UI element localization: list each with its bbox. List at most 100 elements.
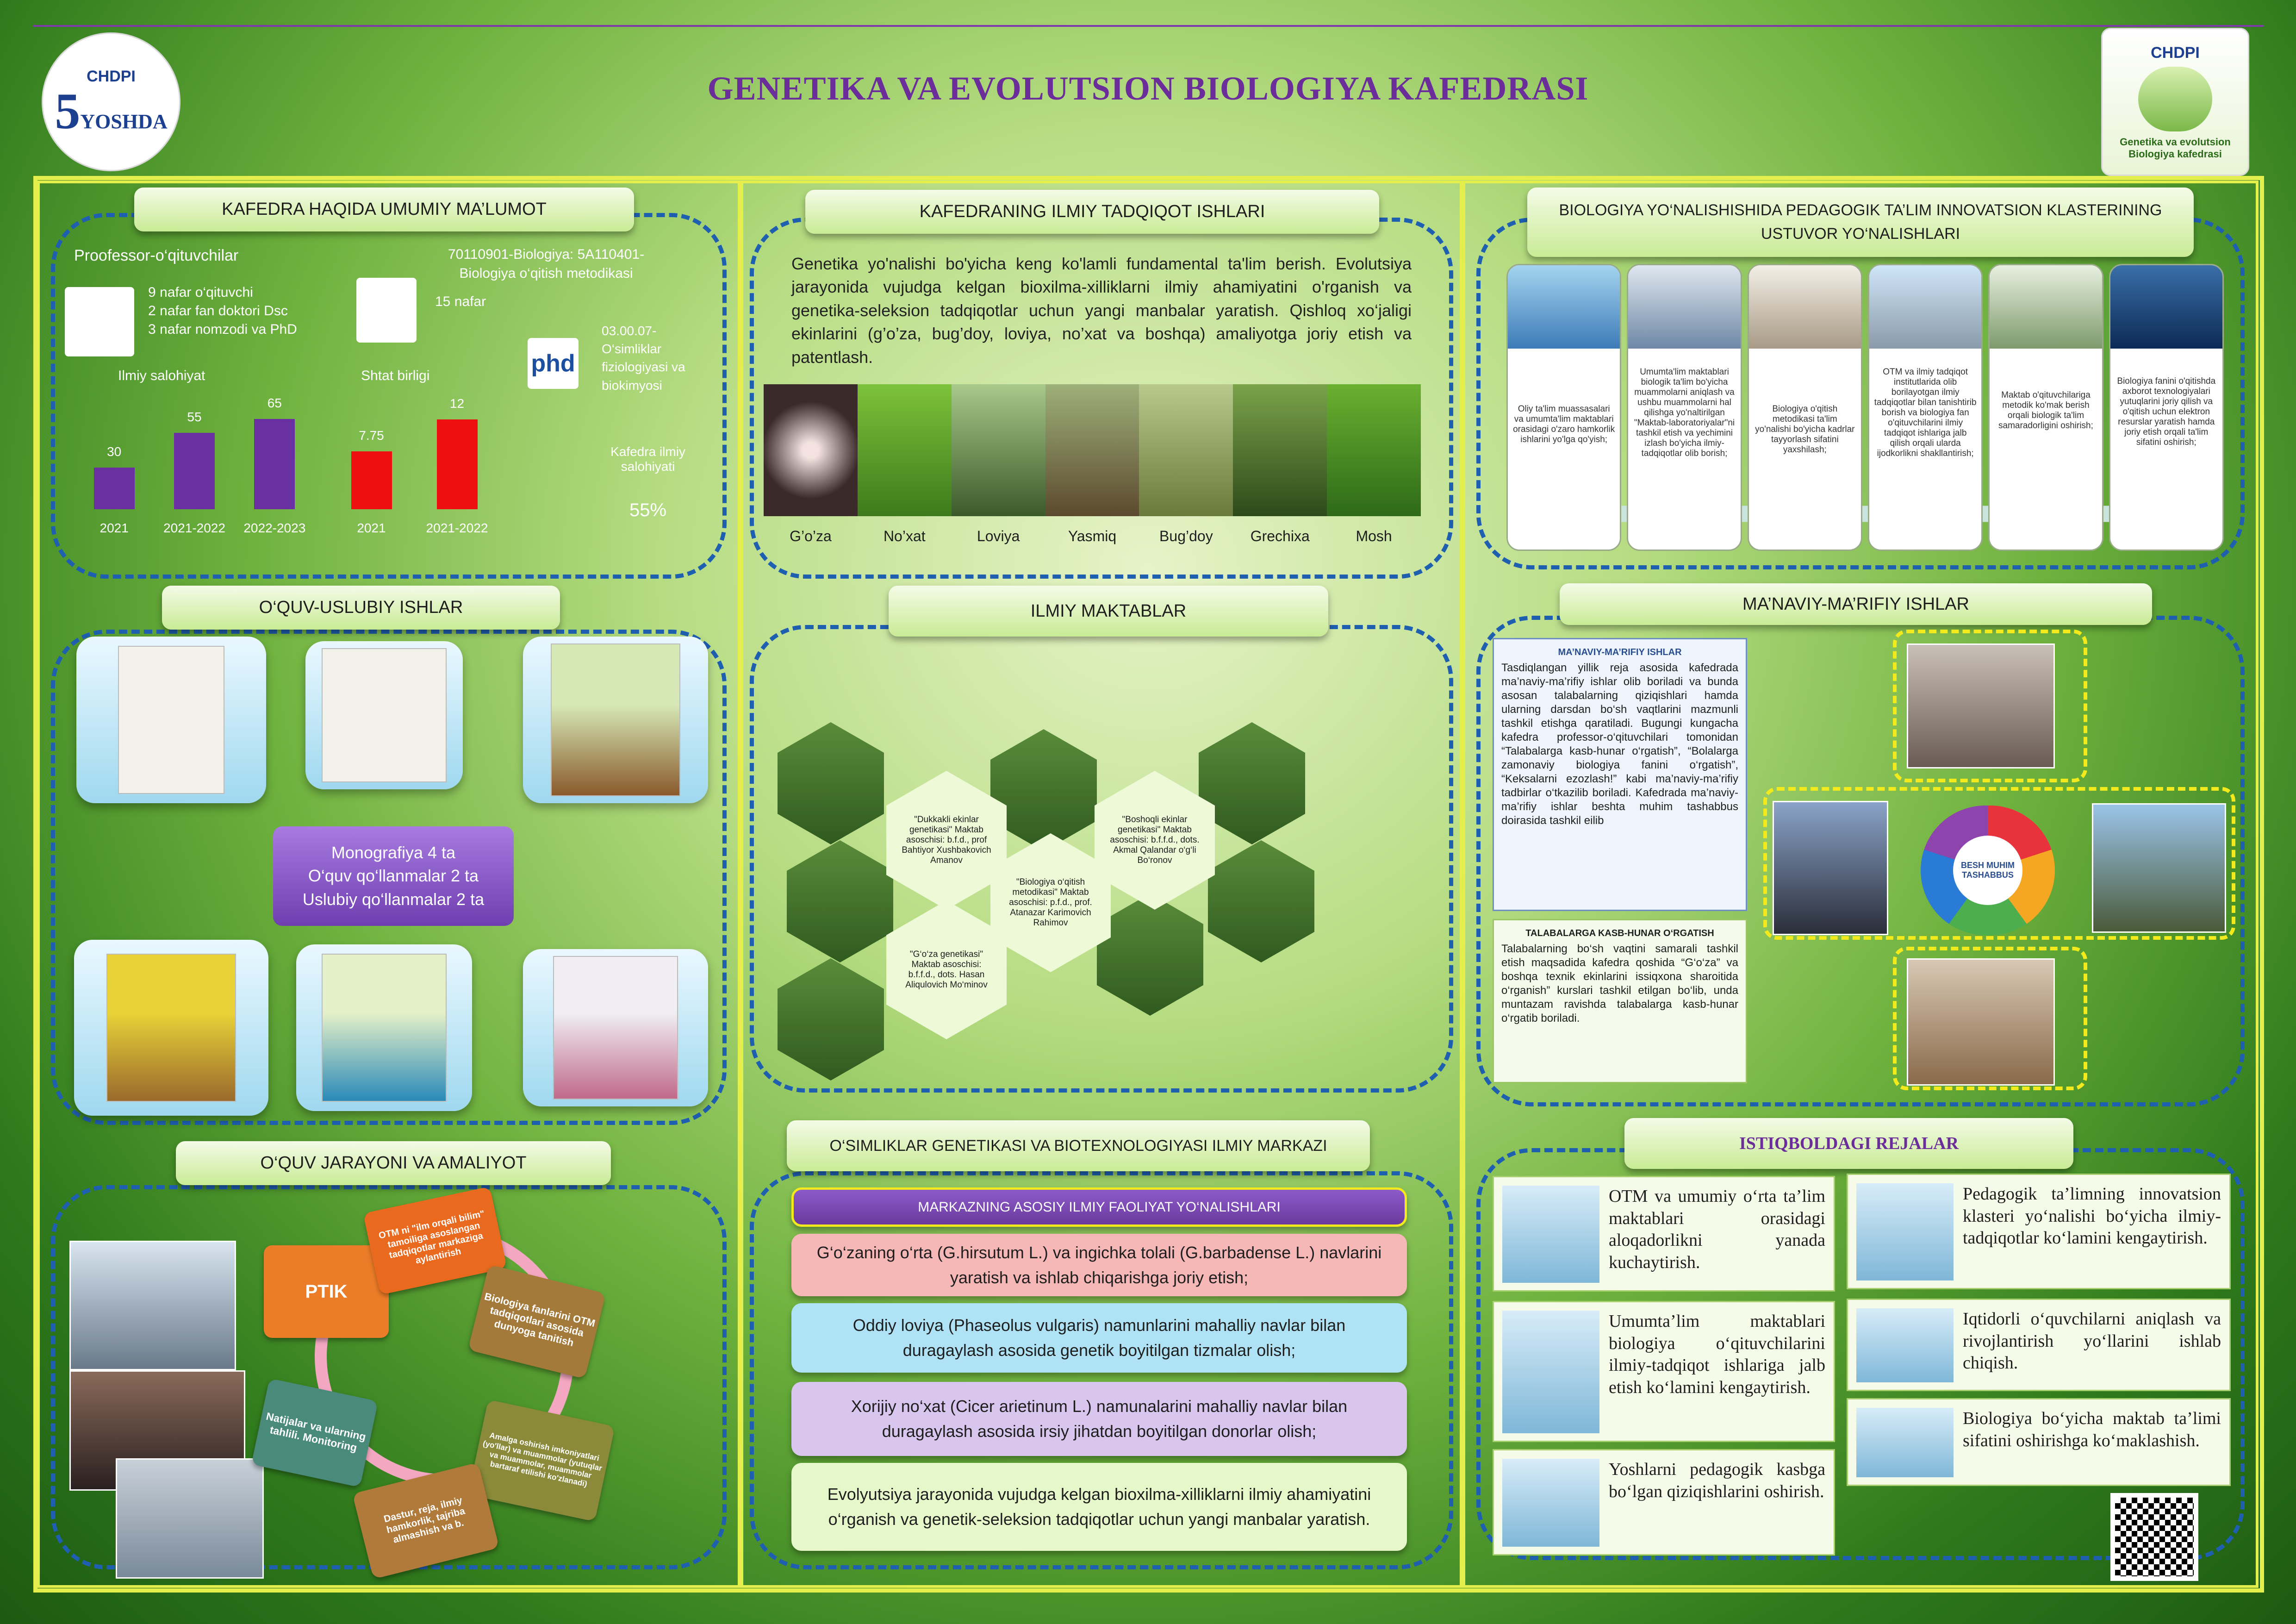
s8-subtitle: MARKAZNING ASOSIY ILMIY FAOLIYAT YO‘NALI…: [791, 1187, 1407, 1227]
s2-title: KAFEDRANING ILMIY TADQIQOT ISHLARI: [805, 190, 1379, 234]
cluster-photo: [1628, 265, 1741, 349]
book-card: [305, 641, 463, 789]
chart-bar: [351, 451, 392, 509]
plan-image: [1856, 1408, 1954, 1477]
cluster-photo: [2110, 265, 2222, 349]
cluster-card: OTM va ilmiy tadqiqot institutlarida oli…: [1867, 264, 1983, 551]
summary-line: Uslubiy qo‘llanmalar 2 ta: [302, 889, 485, 909]
summary-line: O‘quv qo‘llanmalar 2 ta: [308, 866, 479, 886]
crop-label: No’xat: [883, 528, 926, 544]
book-cover: [322, 648, 447, 782]
cluster-photo: [1990, 265, 2102, 349]
vocational-box-text: Talabalarning bo‘sh vaqtini samarali tas…: [1501, 943, 1738, 1024]
chart-data-label: 55: [187, 410, 202, 424]
chart-bar: [93, 468, 135, 509]
book-card: [74, 940, 268, 1116]
spec-text: 70110901-Biologiya: 5A110401-Biologiya o…: [448, 247, 645, 281]
plan-text: Biologiya bo‘yicha maktab ta’limi sifati…: [1963, 1409, 2221, 1450]
spiritual-box-text: Tasdiqlangan yillik reja asosida kafedra…: [1501, 662, 1738, 827]
plan-image: [1502, 1459, 1599, 1547]
crop-photo-yasmiq: [1045, 384, 1139, 516]
plan-text: Iqtidorli o‘quvchilarni aniqlash va rivo…: [1963, 1309, 2221, 1373]
potential-label: Kafedra ilmiy salohiyati: [610, 444, 685, 474]
crop-photo-goza: [764, 384, 858, 516]
cluster-card: Umumta'lim maktablari biologik ta'lim bo…: [1627, 264, 1742, 551]
s5-title: ILMIY MAKTABLAR: [889, 586, 1328, 637]
plan-text: Umumta’lim maktablari biologiya o‘qituvc…: [1609, 1312, 1825, 1397]
prof-item-2: 3 nafar nomzodi va PhD: [148, 322, 297, 337]
chart-data-label: 7.75: [359, 428, 384, 443]
research-item: Xorijiy no‘xat (Cicer arietinum L.) namu…: [791, 1382, 1407, 1456]
s6-title: MA’NAVIY-MA’RIFIY ISHLAR: [1560, 583, 2152, 625]
plan-card: Yoshlarni pedagogik kasbga bo‘lgan qiziq…: [1493, 1449, 1835, 1555]
event-photo: [1907, 958, 2055, 1086]
plan-image: [1856, 1183, 1954, 1280]
s4-panel: [51, 630, 727, 1125]
logo-right-caption: Genetika va evolutsion Biologiya kafedra…: [2120, 136, 2231, 160]
plan-text: OTM va umumiy o‘rta ta’lim maktablari or…: [1609, 1187, 1825, 1272]
plan-image: [1856, 1308, 1954, 1382]
crop-label: G’o’za: [790, 528, 832, 544]
logo-left: CHDPI 5 YOSHDA: [42, 32, 180, 171]
plan-image: [1502, 1186, 1599, 1283]
s8-title: O‘SIMLIKLAR GENETIKASI VA BIOTEXNOLOGIYA…: [787, 1120, 1370, 1171]
book-cover: [322, 954, 447, 1102]
cluster-card: Maktab o'qituvchilariga metodik ko'mak b…: [1988, 264, 2103, 551]
summary-line: Monografiya 4 ta: [331, 843, 456, 862]
cluster-card: Oliy ta'lim muassasalari va umumta'lim m…: [1506, 264, 1622, 551]
event-photo: [1907, 643, 2055, 768]
s3-title: BIOLOGIYA YO‘NALISHISHIDA PEDAGOGIK TA’L…: [1527, 187, 2194, 257]
crop-photo-loviya: [951, 384, 1045, 516]
book-cover: [553, 956, 678, 1099]
research-item: Oddiy loviya (Phaseolus vulgaris) namunl…: [791, 1303, 1407, 1373]
chart-tick-label: 2021-2022: [426, 521, 488, 535]
prof-label: Proofessor-o‘qituvchilar: [74, 247, 239, 264]
graduate-icon: [356, 278, 417, 343]
cluster-photo: [1508, 265, 1620, 349]
chart-bar: [436, 419, 478, 509]
s2-text: Genetika yo'nalishi bo'yicha keng ko'lam…: [791, 254, 1412, 367]
crop-label: Mosh: [1356, 528, 1392, 544]
column-middle: [740, 181, 1462, 1588]
school-photo: [778, 722, 884, 844]
publications-summary: Monografiya 4 ta O‘quv qo‘llanmalar 2 ta…: [273, 826, 514, 926]
s7-title: O‘QUV JARAYONI VA AMALIYOT: [176, 1141, 611, 1185]
event-photo: [1773, 801, 1888, 935]
chart-data-label: 65: [267, 396, 282, 410]
vocational-box: TALABALARGA KASB-HUNAR O‘RGATISH Talabal…: [1493, 919, 1747, 1083]
yellow-frame-middle: [1763, 787, 2235, 940]
column-right: [1462, 181, 2259, 1588]
book-card: [296, 944, 472, 1111]
qr-code-icon[interactable]: [2110, 1493, 2198, 1581]
chart-tick-label: 2021-2022: [163, 521, 225, 535]
book-card: [76, 637, 266, 803]
yellow-frame-top: [1893, 630, 2087, 782]
ptik-center: PTIK: [264, 1245, 389, 1338]
page-title: GENETIKA VA EVOLUTSION BIOLOGIYA KAFEDRA…: [707, 70, 1589, 107]
badge-text: BESH MUHIM TASHABBUS: [1953, 836, 2022, 905]
crop-labels: G’o’za No’xat Loviya Yasmiq Bug’doy Grec…: [764, 528, 1421, 545]
vocational-box-title: TALABALARGA KASB-HUNAR O‘RGATISH: [1525, 928, 1714, 938]
spiritual-box: MA’NAVIY-MA’RIFIY ISHLAR Tasdiqlangan yi…: [1493, 638, 1747, 911]
plan-text: Yoshlarni pedagogik kasbga bo‘lgan qiziq…: [1609, 1460, 1825, 1501]
plan-card: OTM va umumiy o‘rta ta’lim maktablari or…: [1493, 1176, 1835, 1292]
crop-photo-mosh: [1327, 384, 1421, 516]
chart-tick-label: 2021: [100, 521, 129, 535]
cluster-card-text: Umumta'lim maktablari biologik ta'lim bo…: [1634, 367, 1735, 458]
cluster-card-text: Biologiya fanini o'qitishda axborot texn…: [2117, 376, 2216, 447]
crop-label: Bug’doy: [1159, 528, 1213, 544]
logo-left-brand: CHDPI: [87, 67, 136, 85]
practice-photo: [69, 1241, 236, 1370]
research-item: G‘o‘zaning o‘rta (G.hirsutum L.) va ingi…: [791, 1234, 1407, 1296]
plan-card: Pedagogik ta’limning innovatsion klaster…: [1847, 1174, 2231, 1289]
s4-title: O‘QUV-USLUBIY ISHLAR: [162, 586, 560, 630]
book-card: [523, 637, 708, 803]
cluster-card-text: Maktab o'qituvchilariga metodik ko'mak b…: [1998, 390, 2093, 431]
poster-frame: [33, 176, 2264, 1593]
event-photo: [2092, 803, 2226, 933]
logo-right-brand: CHDPI: [2151, 44, 2200, 62]
cluster-card: Biologiya o'qitish metodikasi ta'lim yo'…: [1747, 264, 1862, 551]
dna-emblem-icon: [2138, 66, 2212, 131]
s9-title-text: ISTIQBOLDAGI REJALAR: [1739, 1134, 1959, 1153]
cluster-card-text: Biologiya o'qitish metodikasi ta'lim yo'…: [1755, 404, 1855, 455]
